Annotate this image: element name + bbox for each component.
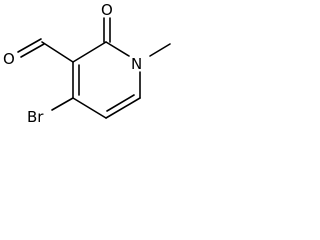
bond-c6-c5 xyxy=(105,97,141,119)
aldehyde-oxygen-label: O xyxy=(3,50,15,68)
bond-aldehyde-co-2 xyxy=(20,43,45,58)
bond-c3-c2 xyxy=(72,41,107,63)
bond-n1-methyl xyxy=(149,43,171,57)
bond-cho-c3 xyxy=(41,41,74,63)
ring-carbonyl-oxygen-label: O xyxy=(101,1,113,19)
bond-c4-br xyxy=(51,97,74,111)
bromine-label: Br xyxy=(27,108,44,126)
ring-nitrogen-label: N xyxy=(131,55,142,73)
bond-c6-c5-inner xyxy=(106,94,135,112)
bond-aldehyde-co-1 xyxy=(17,38,42,53)
molecule-structure: O O N Br xyxy=(3,1,171,126)
structure-canvas: O O N Br xyxy=(0,0,184,138)
bond-c5-c4 xyxy=(72,97,107,119)
bond-c2-n1 xyxy=(105,41,130,57)
